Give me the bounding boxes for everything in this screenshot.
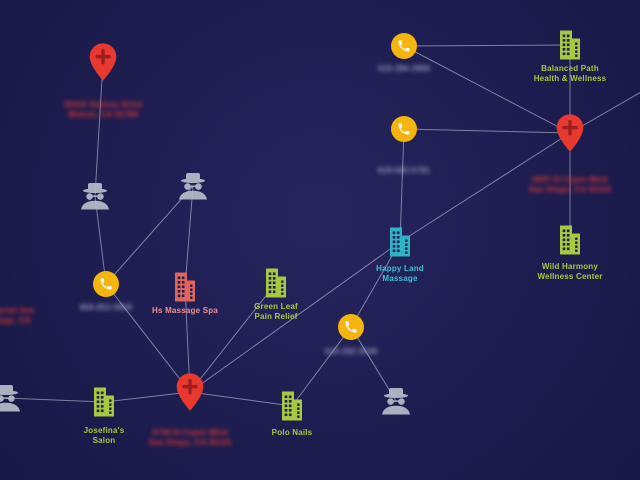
pin-node-pin-6736[interactable] <box>174 372 206 412</box>
edge <box>403 45 571 134</box>
edge <box>403 128 571 134</box>
pin-node-pin-walnut[interactable] <box>87 42 119 82</box>
building-icon <box>266 268 286 298</box>
edge <box>189 241 401 393</box>
spy-icon <box>81 183 109 210</box>
edge <box>94 195 107 285</box>
spy-icon <box>0 385 20 412</box>
phone-icon <box>338 314 364 340</box>
building-node-bldg-polo[interactable] <box>279 391 306 421</box>
building-icon <box>282 391 302 421</box>
phone-node-phone-292[interactable] <box>338 314 365 341</box>
building-icon <box>560 30 580 60</box>
edge <box>103 391 191 403</box>
building-node-bldg-happy[interactable] <box>387 227 414 257</box>
phone-icon <box>391 116 417 142</box>
phone-icon <box>391 33 417 59</box>
phone-node-phone-858[interactable] <box>93 271 120 298</box>
building-icon <box>94 387 114 417</box>
edge <box>399 132 571 243</box>
spy-icon <box>179 173 207 200</box>
phone-node-phone-560[interactable] <box>391 116 418 143</box>
spy-icon <box>382 388 410 415</box>
spy-node-spy-d[interactable] <box>0 384 24 412</box>
spy-node-spy-a[interactable] <box>77 182 113 210</box>
building-icon <box>175 272 195 302</box>
phone-node-phone-284[interactable] <box>391 33 418 60</box>
edge <box>189 282 277 393</box>
edge <box>5 397 105 403</box>
building-icon <box>390 227 410 257</box>
building-node-bldg-wild[interactable] <box>557 225 584 255</box>
building-node-bldg-hs[interactable] <box>172 272 199 302</box>
edge <box>105 283 191 393</box>
edge <box>403 44 571 47</box>
building-node-bldg-josefina[interactable] <box>91 387 118 417</box>
edge <box>94 61 104 197</box>
edge <box>105 185 194 285</box>
building-node-bldg-greenleaf[interactable] <box>263 268 290 298</box>
building-node-bldg-balanced[interactable] <box>557 30 584 60</box>
edge <box>189 391 293 407</box>
phone-icon <box>93 271 119 297</box>
edge <box>350 326 397 402</box>
spy-node-spy-b[interactable] <box>175 172 211 200</box>
pin-node-pin-5697[interactable] <box>554 113 586 153</box>
spy-node-spy-c[interactable] <box>378 387 414 415</box>
edge <box>184 185 194 288</box>
edge <box>399 128 405 243</box>
map-pin-icon <box>89 43 117 81</box>
map-pin-icon <box>556 114 584 152</box>
building-icon <box>560 225 580 255</box>
map-pin-icon <box>176 373 204 411</box>
edge <box>291 326 352 407</box>
